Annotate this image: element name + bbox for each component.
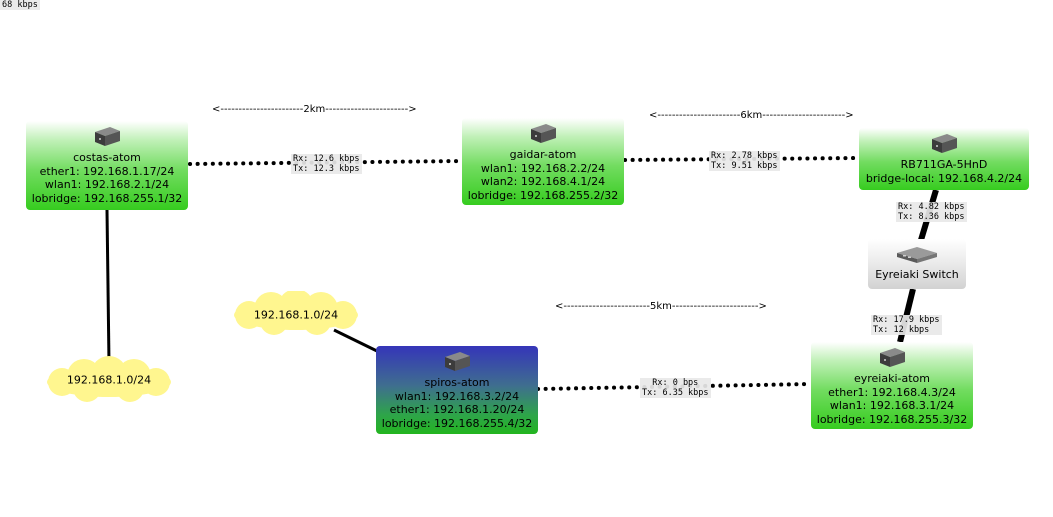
node-eyreiaki-atom[interactable]: eyreiaki-atom ether1: 192.168.4.3/24 wla… [811, 342, 973, 429]
link-gaidar-rb[interactable] [623, 156, 861, 162]
network-switch-icon [897, 247, 937, 263]
distance-costas-gaidar: <-----------------------2km-------------… [212, 104, 417, 115]
router-icon [880, 348, 905, 367]
node-eyreiaki-switch[interactable]: Eyreiaki Switch [868, 239, 966, 289]
node-address: wlan2: 192.168.4.1/24 [480, 175, 606, 188]
rate-rx: Rx: 12.6 kbps [293, 154, 360, 164]
node-name: spiros-atom [424, 376, 490, 389]
node-costas-atom[interactable]: costas-atom ether1: 192.168.1.17/24 wlan… [26, 121, 188, 210]
node-address: ether1: 192.168.1.17/24 [39, 164, 175, 178]
rate-tx: Tx: 8.36 kbps [898, 212, 965, 222]
rate-rx: Rx: 2.78 kbps [711, 151, 778, 161]
distance-gaidar-rb: <-----------------------6km-------------… [649, 110, 854, 121]
switch-name: Eyreiaki Switch [875, 268, 959, 281]
cloud-icon [234, 289, 358, 335]
node-name: eyreiaki-atom [853, 372, 931, 385]
node-address: ether1: 192.168.4.3/24 [828, 385, 956, 399]
node-address: wlan1: 192.168.3.2/24 [394, 389, 520, 403]
node-address: lobridge: 192.168.255.1/32 [31, 191, 183, 205]
node-address: bridge-local: 192.168.4.2/24 [865, 171, 1023, 185]
router-icon [531, 124, 556, 143]
rate-gaidar-rb: Rx: 2.78 kbps Tx: 9.51 kbps [709, 151, 780, 171]
node-address: lobridge: 192.168.255.2/32 [467, 188, 619, 202]
link-spiros-lan[interactable] [333, 328, 380, 354]
router-icon [445, 352, 470, 371]
rate-spiros-eyreiaki: Rx: 0 bps Tx: 6.35 kbps [640, 378, 711, 398]
cloud-label: 192.168.1.0/24 [253, 308, 339, 322]
cloud-spiros-lan[interactable]: 192.168.1.0/24 [229, 289, 363, 339]
distance-spiros-eyreiaki: <------------------------5km------------… [555, 301, 767, 312]
cloud-costas-lan[interactable]: 192.168.1.0/24 [42, 356, 176, 404]
rate-rx: Rx: 17.9 kbps [873, 315, 940, 325]
node-name: costas-atom [73, 151, 141, 164]
node-address: ether1: 192.168.1.20/24 [389, 403, 525, 416]
node-gaidar-atom[interactable]: gaidar-atom wlan1: 192.168.2.2/24 wlan2:… [462, 118, 624, 205]
router-icon [932, 134, 957, 153]
node-rb711ga[interactable]: RB711GA-5HnD bridge-local: 192.168.4.2/2… [859, 128, 1029, 190]
node-address: wlan1: 192.168.2.1/24 [44, 178, 170, 191]
rate-switch-eyreiaki: Rx: 17.9 kbps Tx: 12 kbps [871, 315, 942, 335]
node-address: wlan1: 192.168.2.2/24 [480, 161, 606, 175]
node-address: wlan1: 192.168.3.1/24 [829, 399, 955, 412]
rate-rx: Rx: 0 bps [652, 378, 699, 388]
rate-tx: Tx: 12.3 kbps [293, 164, 360, 174]
rate-tx: Tx: 12 kbps [873, 325, 930, 335]
cloud-icon [47, 356, 171, 402]
node-name: gaidar-atom [509, 148, 577, 161]
rate-tx: Tx: 6.35 kbps [642, 388, 709, 398]
router-icon [95, 127, 120, 146]
rate-rx: Rx: 4.82 kbps [898, 202, 965, 212]
node-address: lobridge: 192.168.255.4/32 [381, 416, 533, 430]
rate-rb-switch: Rx: 4.82 kbps Tx: 8.36 kbps [896, 202, 967, 222]
node-spiros-atom[interactable]: spiros-atom wlan1: 192.168.3.2/24 ether1… [376, 346, 538, 434]
rate-tx: Tx: 9.51 kbps [711, 161, 778, 171]
node-address: lobridge: 192.168.255.3/32 [816, 412, 968, 426]
cloud-label: 192.168.1.0/24 [66, 373, 152, 387]
corner-rate-label: 68 kbps [0, 0, 40, 10]
node-name: RB711GA-5HnD [900, 158, 988, 171]
link-costas-lan[interactable] [105, 209, 111, 364]
rate-costas-gaidar: Rx: 12.6 kbps Tx: 12.3 kbps [291, 154, 362, 174]
